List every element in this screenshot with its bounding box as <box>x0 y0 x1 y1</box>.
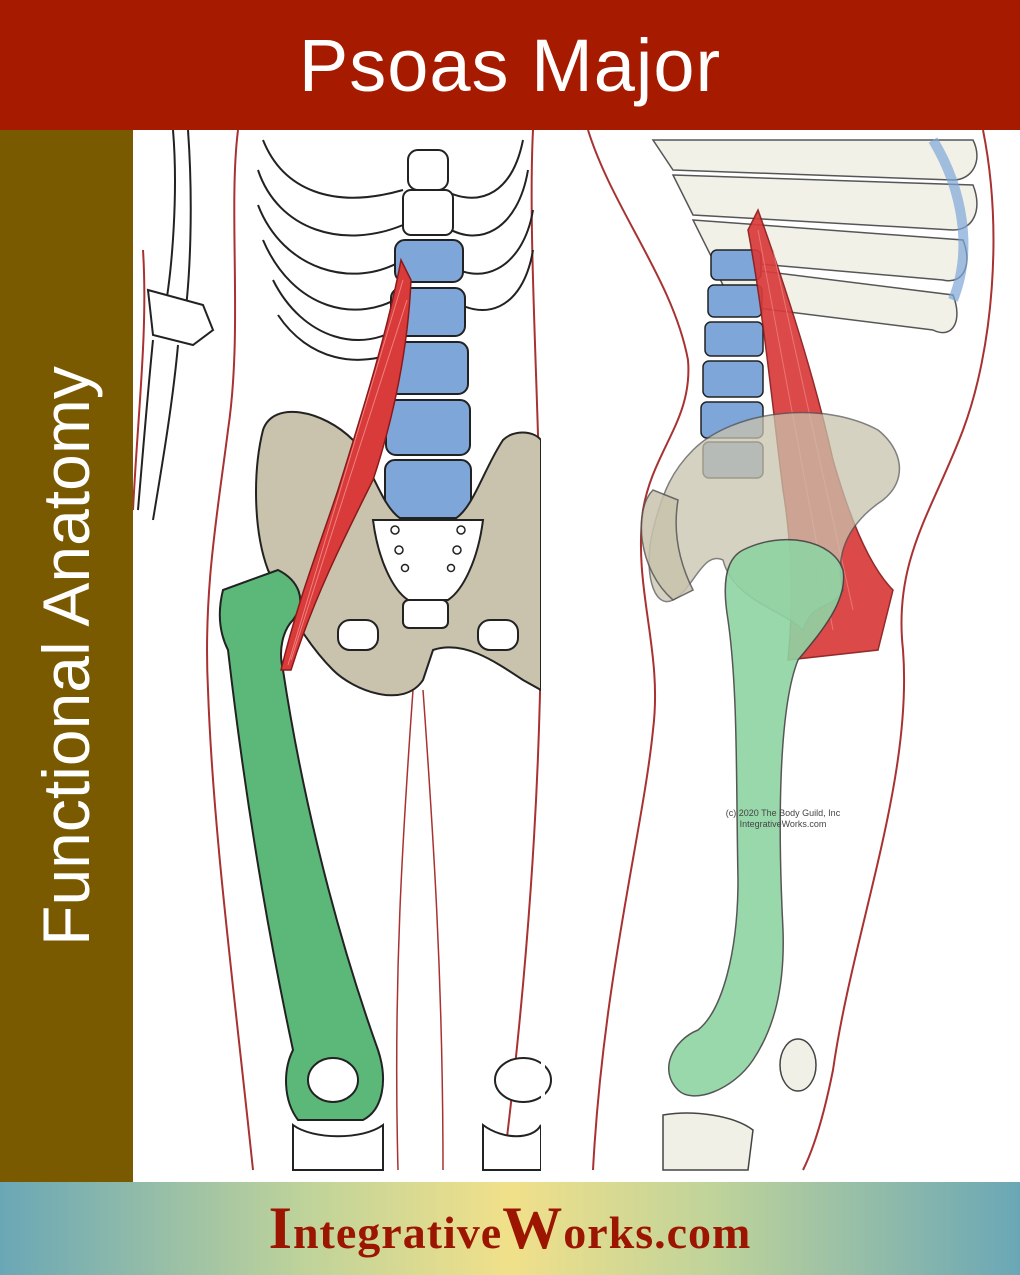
side-body-outline <box>587 130 690 1171</box>
brand-initial-w: W <box>502 1195 564 1261</box>
front-body-outline <box>206 130 254 1171</box>
view-divider <box>541 130 545 1182</box>
anatomy-illustration: (c) 2020 The Body Guild, Inc Integrative… <box>133 130 1020 1182</box>
footer-banner: IntegrativeWorks.com <box>0 1182 1020 1275</box>
anatomy-figure <box>133 130 995 1182</box>
brand-initial-i: I <box>268 1195 293 1261</box>
front-view <box>133 130 552 1171</box>
brand-part-2: orks.com <box>563 1207 752 1258</box>
copyright-line-2: IntegrativeWorks.com <box>739 819 827 829</box>
front-femur <box>218 568 384 1121</box>
side-view <box>587 130 995 1171</box>
brand-part-1: ntegrative <box>292 1207 503 1258</box>
page-header: Psoas Major <box>0 0 1020 130</box>
sidebar-banner: Functional Anatomy <box>0 130 133 1182</box>
copyright-line-1: (c) 2020 The Body Guild, Inc <box>725 808 841 818</box>
brand-wordmark[interactable]: IntegrativeWorks.com <box>269 1194 752 1263</box>
sidebar-label: Functional Anatomy <box>29 366 103 946</box>
copyright-notice: (c) 2020 The Body Guild, Inc Integrative… <box>663 808 903 830</box>
page-title: Psoas Major <box>298 23 722 107</box>
side-femur <box>668 538 845 1097</box>
